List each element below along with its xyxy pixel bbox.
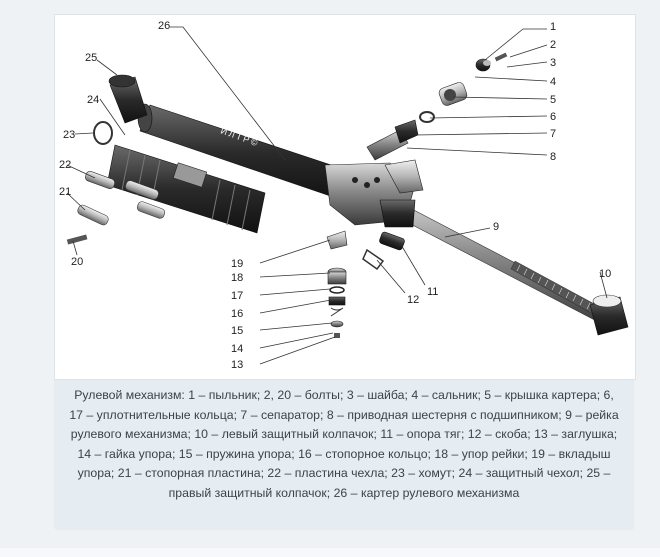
callout-7: 7 xyxy=(550,128,556,140)
callout-10: 10 xyxy=(599,268,611,280)
bellows-part xyxy=(106,144,266,234)
plates-part xyxy=(66,170,166,245)
callout-3: 3 xyxy=(550,57,556,69)
support-parts xyxy=(362,231,405,271)
callout-26: 26 xyxy=(158,20,170,32)
callout-22: 22 xyxy=(59,159,71,171)
steering-gear-diagram: ИЛТР© xyxy=(54,14,636,380)
callout-labels: 1 2 3 4 5 6 7 8 9 10 11 12 13 14 15 16 1… xyxy=(59,20,611,371)
callout-15: 15 xyxy=(231,325,243,337)
exploded-view-drawing: ИЛТР© xyxy=(59,20,629,371)
callout-9: 9 xyxy=(493,221,499,233)
callout-24: 24 xyxy=(87,94,99,106)
callout-18: 18 xyxy=(231,272,243,284)
callout-23: 23 xyxy=(63,129,75,141)
callout-2: 2 xyxy=(550,39,556,51)
thrust-parts xyxy=(326,230,348,338)
callout-16: 16 xyxy=(231,308,243,320)
callout-14: 14 xyxy=(231,343,243,355)
leader-lines xyxy=(66,26,608,365)
callout-12: 12 xyxy=(407,294,419,306)
callout-8: 8 xyxy=(550,151,556,163)
callout-6: 6 xyxy=(550,111,556,123)
pinion-parts xyxy=(366,52,508,161)
callout-19: 19 xyxy=(231,258,243,270)
left-cap-part xyxy=(589,294,629,336)
callout-4: 4 xyxy=(550,76,556,88)
housing-part: ИЛТР© xyxy=(137,103,424,228)
figure-caption: Рулевой механизм: 1 – пыльник; 2, 20 – б… xyxy=(69,388,619,500)
rack-part xyxy=(377,194,616,328)
callout-5: 5 xyxy=(550,94,556,106)
callout-13: 13 xyxy=(231,359,243,371)
page-bottom-strip xyxy=(0,548,660,557)
figure-card: ИЛТР© xyxy=(54,14,636,530)
callout-11: 11 xyxy=(427,286,438,298)
callout-17: 17 xyxy=(231,290,243,302)
callout-21: 21 xyxy=(59,186,71,198)
callout-25: 25 xyxy=(85,52,97,64)
callout-20: 20 xyxy=(71,256,83,268)
clamp-part xyxy=(93,121,113,145)
right-cap-part xyxy=(108,74,148,124)
callout-1: 1 xyxy=(550,21,556,33)
